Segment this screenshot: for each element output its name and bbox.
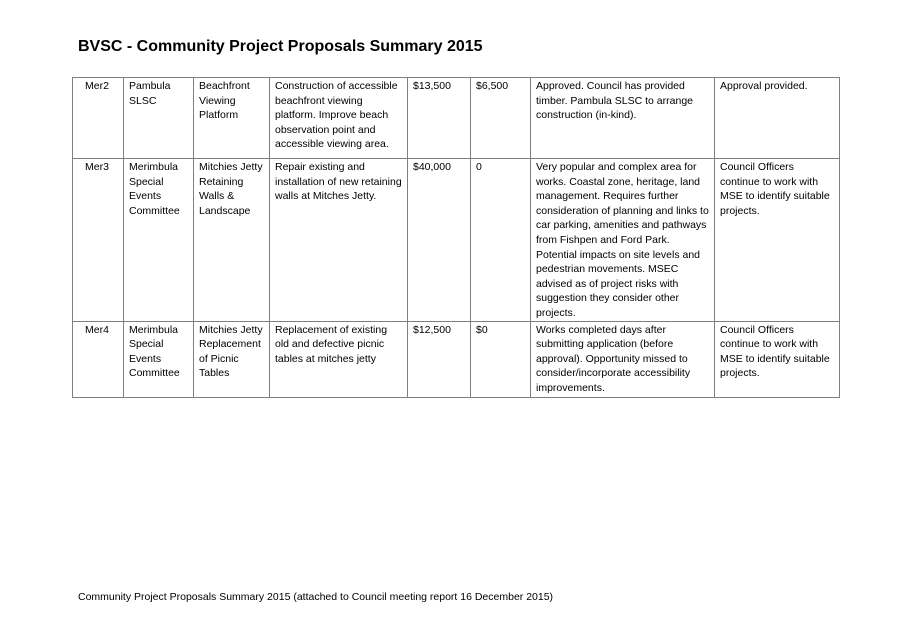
page-title: BVSC - Community Project Proposals Summa… bbox=[78, 38, 483, 55]
table-row: Mer2 Pambula SLSC Beachfront Viewing Pla… bbox=[72, 77, 840, 159]
project-cell: Mitchies Jetty Replacement of Picnic Tab… bbox=[193, 320, 270, 398]
status-cell: Approval provided. bbox=[714, 77, 840, 159]
cost-cell: $12,500 bbox=[407, 320, 471, 398]
table-row: Mer3 Merimbula Special Events Committee … bbox=[72, 158, 840, 322]
project-cell: Mitchies Jetty Retaining Walls & Landsca… bbox=[193, 158, 270, 322]
ref-cell: Mer4 bbox=[72, 320, 124, 398]
assessment-cell: Very popular and complex area for works.… bbox=[530, 158, 715, 322]
ref-cell: Mer3 bbox=[72, 158, 124, 322]
status-cell: Council Officers continue to work with M… bbox=[714, 158, 840, 322]
footer-note: Community Project Proposals Summary 2015… bbox=[78, 591, 554, 603]
requested-cell: 0 bbox=[470, 158, 531, 322]
status-cell: Council Officers continue to work with M… bbox=[714, 320, 840, 398]
applicant-cell: Merimbula Special Events Committee bbox=[123, 158, 194, 322]
ref-cell: Mer2 bbox=[72, 77, 124, 159]
cost-cell: $13,500 bbox=[407, 77, 471, 159]
requested-cell: $0 bbox=[470, 320, 531, 398]
applicant-cell: Merimbula Special Events Committee bbox=[123, 320, 194, 398]
cost-cell: $40,000 bbox=[407, 158, 471, 322]
description-cell: Replacement of existing old and defectiv… bbox=[269, 320, 408, 398]
project-cell: Beachfront Viewing Platform bbox=[193, 77, 270, 159]
table-row: Mer4 Merimbula Special Events Committee … bbox=[72, 320, 840, 398]
description-cell: Repair existing and installation of new … bbox=[269, 158, 408, 322]
assessment-cell: Works completed days after submitting ap… bbox=[530, 320, 715, 398]
assessment-cell: Approved. Council has provided timber. P… bbox=[530, 77, 715, 159]
proposals-table: Mer2 Pambula SLSC Beachfront Viewing Pla… bbox=[72, 77, 840, 398]
applicant-cell: Pambula SLSC bbox=[123, 77, 194, 159]
description-cell: Construction of accessible beachfront vi… bbox=[269, 77, 408, 159]
requested-cell: $6,500 bbox=[470, 77, 531, 159]
